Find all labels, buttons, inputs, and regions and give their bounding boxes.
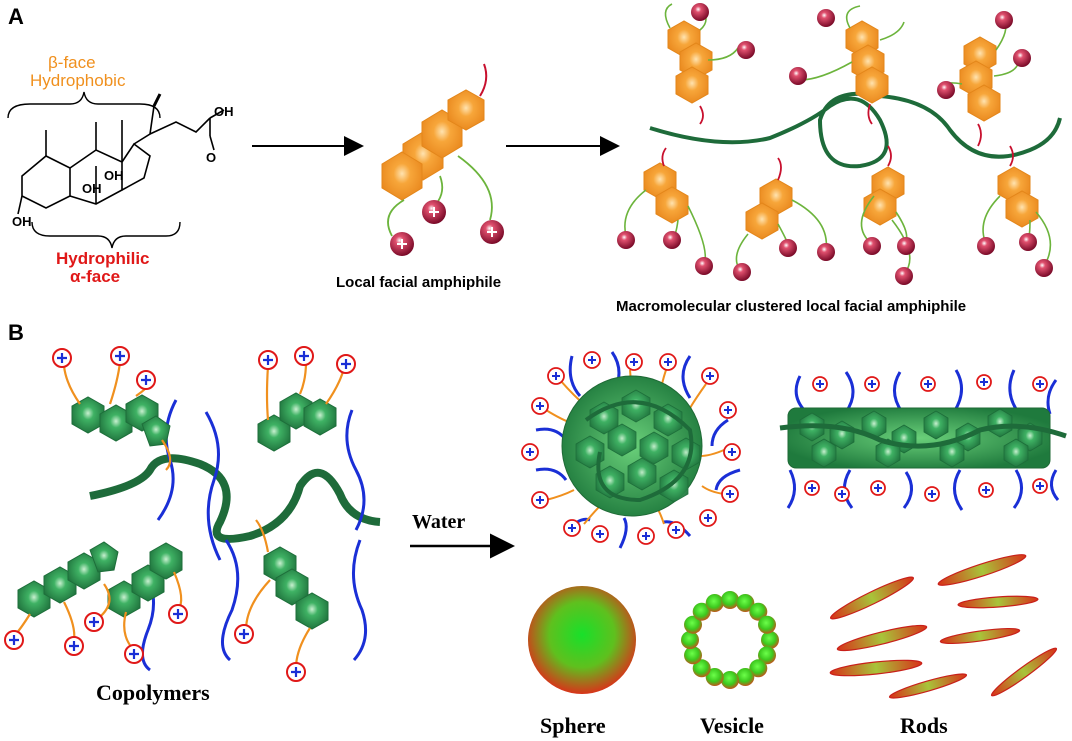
vesicle-bead (705, 594, 724, 612)
plus-charge-icon (1019, 233, 1037, 251)
vesicle-morphology-icon (681, 591, 779, 689)
sphere-morphology-icon (528, 586, 636, 694)
vesicle-bead (749, 659, 768, 678)
vesicle-bead (705, 668, 724, 686)
plus-charge-icon (817, 9, 835, 27)
steroid-skeleton (17, 93, 225, 215)
vesicle-bead (761, 631, 779, 649)
plus-charge-icon (1013, 49, 1031, 67)
plus-charge-icon (863, 237, 881, 255)
vesicle-bead (684, 646, 702, 665)
plus-charge-icon (817, 243, 835, 261)
plus-charge-icon (737, 41, 755, 59)
hydrophilic-label: Hydrophilic (56, 249, 150, 268)
bile-acid-structure: β-face Hydrophobic OH O OH OH OH Hydrop (7, 53, 234, 286)
oh-label-3: OH (12, 214, 32, 229)
local-facial-amphiphile-icon (381, 63, 504, 256)
rod-assembly (779, 369, 1067, 511)
vesicle-bead (736, 668, 755, 686)
macromolecular-amphiphile-icon (617, 3, 1062, 285)
plus-charge-icon (937, 81, 955, 99)
plus-charge-icon (1035, 259, 1053, 277)
vesicle-bead (692, 602, 711, 621)
plus-charge-icon (895, 267, 913, 285)
beta-face-label: β-face (48, 53, 96, 72)
plus-charge-icon (897, 237, 915, 255)
vesicle-bead (681, 631, 699, 649)
caption-local-facial-amphiphile: Local facial amphiphile (336, 274, 501, 291)
plus-charge-icon (977, 237, 995, 255)
plus-charge-icon (733, 263, 751, 281)
caption-copolymers: Copolymers (96, 680, 210, 705)
vesicle-bead (721, 591, 739, 609)
alpha-face-brace (31, 221, 181, 249)
acid-o-label: O (206, 150, 216, 165)
oh-label-7: OH (82, 181, 102, 196)
water-label: Water (412, 511, 465, 533)
oh-label-12: OH (104, 168, 124, 183)
vesicle-bead (758, 646, 776, 665)
plus-charge-icon (995, 11, 1013, 29)
hydrophobic-label: Hydrophobic (30, 71, 126, 90)
rods-morphology-icon (829, 554, 1058, 699)
plus-charge-icon (789, 67, 807, 85)
vesicle-bead (684, 615, 702, 634)
vesicle-bead (749, 602, 768, 621)
vesicle-bead (736, 594, 755, 612)
beta-face-brace (7, 91, 161, 119)
caption-rods: Rods (900, 713, 948, 738)
panel-label-b: B (8, 320, 24, 345)
plus-charge-icon (695, 257, 713, 275)
caption-vesicle: Vesicle (700, 713, 764, 738)
caption-macromolecular: Macromolecular clustered local facial am… (616, 298, 966, 315)
alpha-face-label: α-face (70, 267, 120, 286)
plus-charge-icon (617, 231, 635, 249)
plus-charge-icon (779, 239, 797, 257)
micelle-assembly (521, 351, 741, 549)
vesicle-bead (692, 659, 711, 678)
vesicle-bead (758, 615, 776, 634)
panel-label-a: A (8, 4, 24, 29)
plus-charge-icon (663, 231, 681, 249)
vesicle-bead (721, 671, 739, 689)
acid-oh-label: OH (214, 104, 234, 119)
plus-charge-icon (691, 3, 709, 21)
copolymer-icon (4, 346, 381, 682)
caption-sphere: Sphere (540, 713, 606, 738)
